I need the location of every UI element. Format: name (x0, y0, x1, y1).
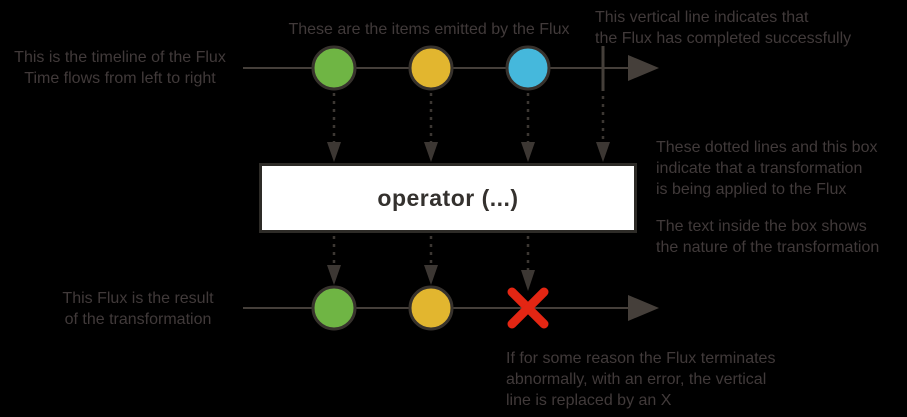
note-completion: This vertical line indicates that the Fl… (595, 9, 852, 47)
dotted-arrowhead-bottom-3-icon (521, 270, 535, 291)
dotted-arrowhead-top-3-icon (521, 142, 535, 162)
note-transformation: These dotted lines and this box indicate… (656, 139, 878, 198)
dotted-arrowhead-top-1-icon (327, 142, 341, 162)
dotted-arrowhead-bottom-1-icon (327, 265, 341, 285)
note-box-text: The text inside the box shows the nature… (656, 218, 880, 256)
error-x-icon (507, 287, 549, 329)
dotted-arrowhead-bottom-2-icon (424, 265, 438, 285)
result-item-green (311, 285, 357, 331)
operator-box-label: operator (...) (377, 184, 519, 211)
operator-box: operator (...) (259, 163, 637, 233)
source-item-yellow (408, 45, 454, 91)
source-timeline-arrowhead-icon (628, 55, 659, 81)
result-item-yellow (408, 285, 454, 331)
dotted-arrowhead-top-4-icon (596, 142, 610, 162)
source-item-blue (505, 45, 551, 91)
note-timeline: This is the timeline of the Flux Time fl… (14, 49, 226, 87)
dotted-arrowhead-top-2-icon (424, 142, 438, 162)
note-error: If for some reason the Flux terminates a… (506, 350, 776, 409)
result-timeline-arrowhead-icon (628, 295, 659, 321)
source-item-green (311, 45, 357, 91)
note-result: This Flux is the result of the transform… (62, 290, 214, 328)
note-items-emitted: These are the items emitted by the Flux (288, 21, 570, 38)
